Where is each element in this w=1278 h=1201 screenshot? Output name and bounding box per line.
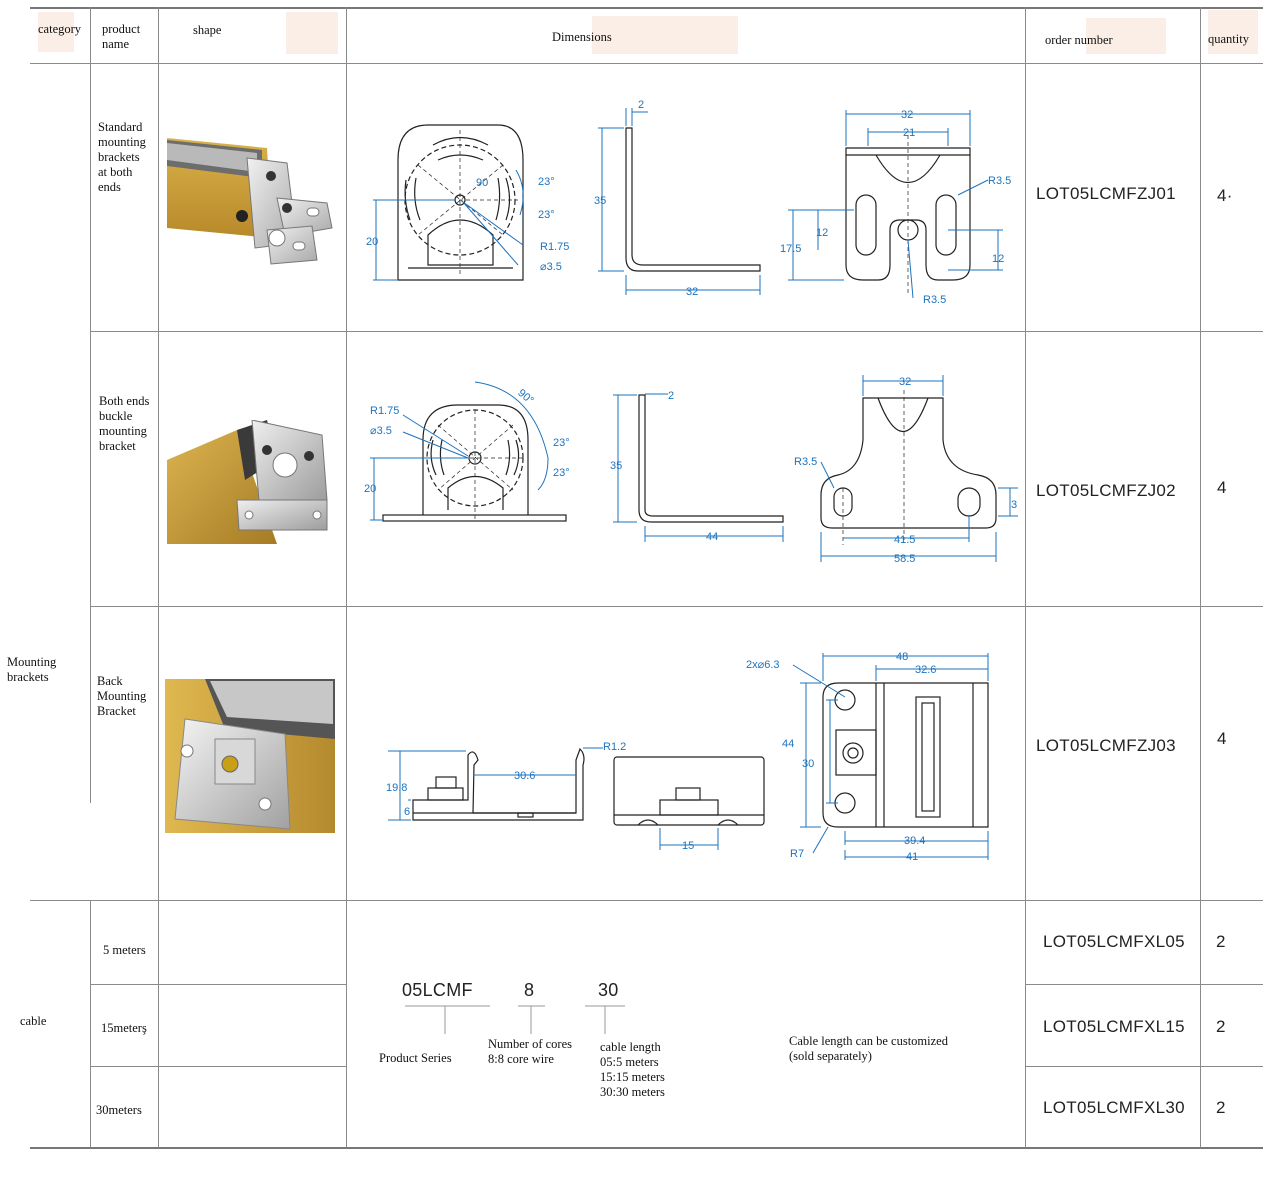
header-order-number: order number bbox=[1045, 33, 1113, 47]
quantity-6: 2 bbox=[1216, 1098, 1226, 1117]
product-name-2: Both ends buckle mounting bracket bbox=[99, 394, 150, 453]
d2-23a: 23° bbox=[553, 437, 570, 449]
product-name-1: Standard mounting brackets at both ends bbox=[98, 120, 146, 194]
cable-series-code: 05LCMF bbox=[402, 980, 473, 1000]
quantity-1: 4· bbox=[1217, 186, 1233, 205]
quantity-5: 2 bbox=[1216, 1017, 1226, 1036]
cable-cores-label: Number of cores 8:8 core wire bbox=[488, 1037, 572, 1066]
d2-top-r35: R3.5 bbox=[794, 456, 817, 468]
header-dimensions: Dimensions bbox=[552, 30, 612, 44]
d2-20: 20 bbox=[364, 483, 376, 495]
d3-r7: R7 bbox=[790, 848, 804, 860]
top-dim-12a: 12 bbox=[816, 227, 828, 239]
top-dim-32: 32 bbox=[901, 109, 913, 121]
d2-90: 90° bbox=[515, 387, 535, 407]
d2-44: 44 bbox=[706, 531, 718, 543]
top-dim-175: 17.5 bbox=[780, 243, 801, 255]
dim-23a: 23° bbox=[538, 176, 555, 188]
dimension-drawing-2: R1.75 ⌀3.5 20 90° 23° 23° 2 35 44 32 R3.… bbox=[364, 375, 1018, 565]
d2-top-3: 3 bbox=[1011, 499, 1017, 511]
dim-35: 35 bbox=[594, 195, 606, 207]
order-number-4: LOT05LCMFXL05 bbox=[1043, 932, 1185, 951]
d3-198: 19.8 bbox=[386, 782, 407, 794]
product-name-4: 5 meters bbox=[103, 943, 146, 957]
group-cable: cable bbox=[20, 1014, 47, 1028]
product-name-5: 15meterş bbox=[101, 1021, 147, 1035]
d3-41: 41 bbox=[906, 851, 918, 863]
order-number-2: LOT05LCMFZJ02 bbox=[1036, 481, 1176, 500]
d3-30: 30 bbox=[802, 758, 814, 770]
header-product-name: product name bbox=[102, 22, 141, 51]
top-dim-r35: R3.5 bbox=[988, 175, 1011, 187]
dimension-drawing-1: 20 90 23° 23° R1.75 ⌀3.5 2 35 32 bbox=[366, 99, 1011, 306]
bracket-photo-3 bbox=[165, 679, 335, 833]
dim-23b: 23° bbox=[538, 209, 555, 221]
cable-series-label: Product Series bbox=[379, 1051, 452, 1065]
group-mounting-brackets: Mounting brackets bbox=[7, 655, 57, 684]
quantity-2: 4 bbox=[1217, 478, 1227, 497]
d3-306: 30.6 bbox=[514, 770, 535, 782]
header-category: category bbox=[38, 22, 82, 36]
bracket-photo-1 bbox=[167, 138, 333, 265]
d3-15: 15 bbox=[682, 840, 694, 852]
d2-top-32: 32 bbox=[899, 376, 911, 388]
d2-phi35: ⌀3.5 bbox=[370, 425, 392, 437]
top-dim-21: 21 bbox=[903, 127, 915, 139]
quantity-3: 4 bbox=[1217, 729, 1227, 748]
d2-35: 35 bbox=[610, 460, 622, 472]
order-number-1: LOT05LCMFZJ01 bbox=[1036, 184, 1176, 203]
dim-r175: R1.75 bbox=[540, 241, 569, 253]
dim-32: 32 bbox=[686, 286, 698, 298]
d2-top-585: 58.5 bbox=[894, 553, 915, 565]
d3-6: 6 bbox=[404, 806, 410, 818]
top-dim-r35b: R3.5 bbox=[923, 294, 946, 306]
cable-length-label: cable length 05:5 meters 15:15 meters 30… bbox=[600, 1040, 665, 1099]
dim-90: 90 bbox=[476, 177, 488, 189]
d2-23b: 23° bbox=[553, 467, 570, 479]
d3-48: 48 bbox=[896, 651, 908, 663]
cable-note: Cable length can be customized (sold sep… bbox=[789, 1034, 948, 1063]
dimension-drawing-3: R1.2 19.8 30.6 6 15 2x⌀6.3 48 32.6 44 30… bbox=[386, 651, 989, 863]
header-shape: shape bbox=[193, 23, 222, 37]
quantity-4: 2 bbox=[1216, 932, 1226, 951]
product-name-6: 30meters bbox=[96, 1103, 142, 1117]
cable-code-leaders bbox=[405, 1005, 625, 1034]
dim-2: 2 bbox=[638, 99, 644, 111]
header-quantity: quantity bbox=[1208, 32, 1249, 46]
order-number-6: LOT05LCMFXL30 bbox=[1043, 1098, 1185, 1117]
d3-44: 44 bbox=[782, 738, 794, 750]
d3-326: 32.6 bbox=[915, 664, 936, 676]
order-number-5: LOT05LCMFXL15 bbox=[1043, 1017, 1185, 1036]
d3-hole: 2x⌀6.3 bbox=[746, 659, 780, 671]
dim-20: 20 bbox=[366, 236, 378, 248]
d2-top-415: 41.5 bbox=[894, 534, 915, 546]
bracket-photo-2 bbox=[167, 420, 328, 544]
d3-394: 39.4 bbox=[904, 835, 925, 847]
top-dim-12b: 12 bbox=[992, 253, 1004, 265]
cable-length-code: 30 bbox=[598, 980, 619, 1000]
order-number-3: LOT05LCMFZJ03 bbox=[1036, 736, 1176, 755]
d2-2: 2 bbox=[668, 390, 674, 402]
d3-r12: R1.2 bbox=[603, 741, 626, 753]
product-name-3: Back Mounting Bracket bbox=[97, 674, 147, 718]
d2-r175: R1.75 bbox=[370, 405, 399, 417]
cable-cores-code: 8 bbox=[524, 980, 535, 1000]
dim-phi35: ⌀3.5 bbox=[540, 261, 562, 273]
